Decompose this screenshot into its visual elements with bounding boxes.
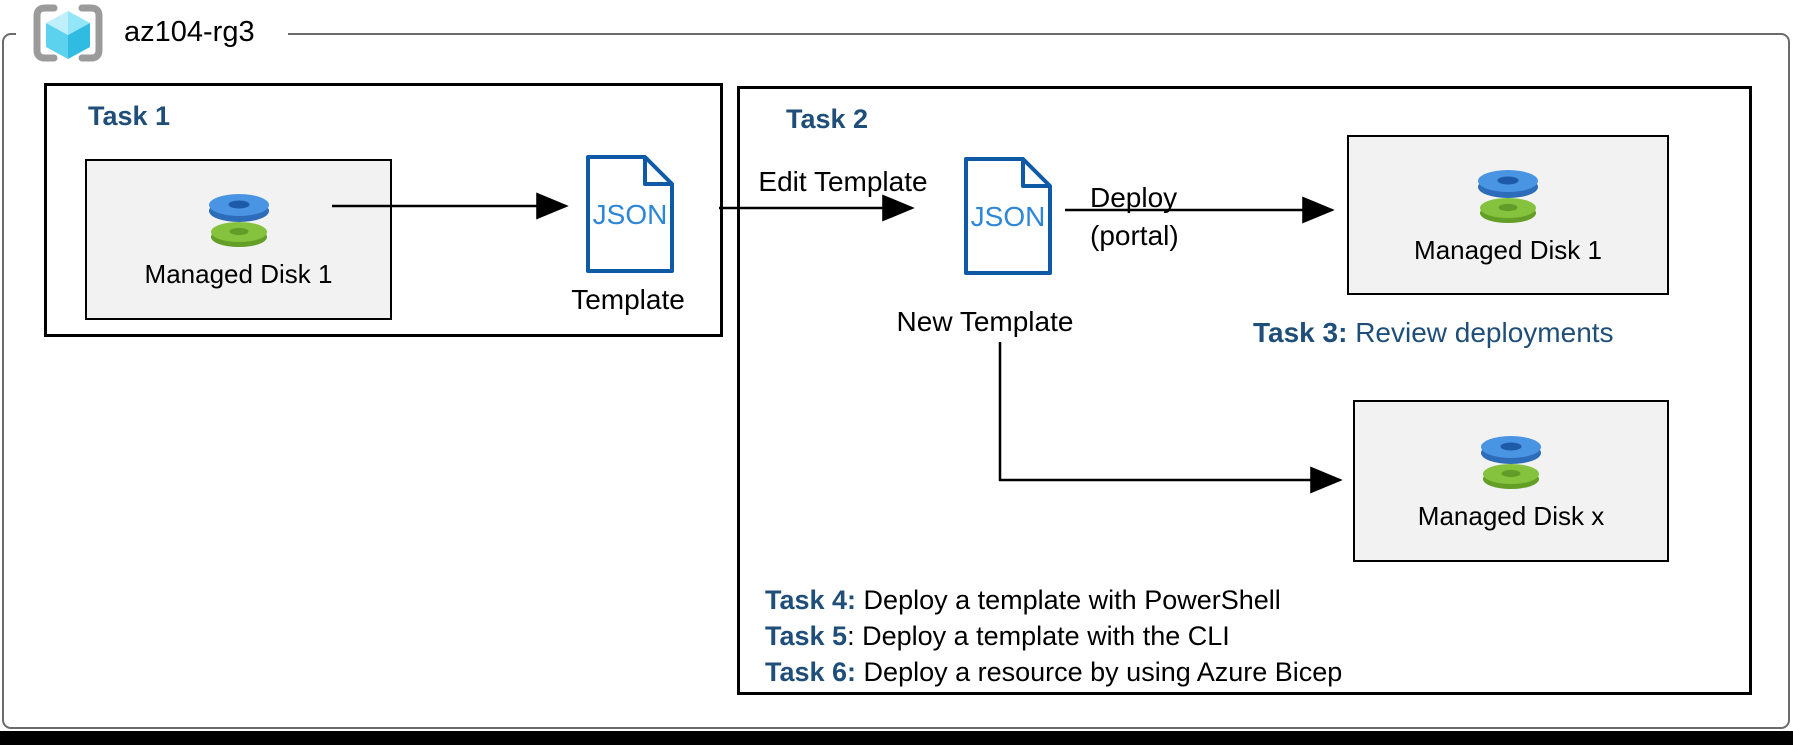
managed-disk-icon [208, 194, 269, 247]
managed-disk-icon [1478, 169, 1538, 223]
task3-text: Review deployments [1347, 317, 1614, 348]
json-doc-text: JSON [593, 199, 668, 230]
task4-caption: Task 4: Deploy a template with PowerShel… [765, 585, 1281, 615]
task1-title: Task 1 [88, 101, 171, 131]
managed-disk-x-label: Managed Disk x [1417, 500, 1605, 531]
task2-title: Task 2 [786, 104, 869, 134]
managed-disk-1-box-task1: Managed Disk 1 [85, 159, 392, 320]
deploy-portal-arrow-label: Deploy (portal) [1090, 179, 1179, 255]
managed-disk-1-box-task2: Managed Disk 1 [1347, 135, 1669, 295]
bracket-right-icon [78, 4, 103, 62]
bracket-left-icon [33, 4, 58, 62]
resource-group-frame [2, 33, 1790, 729]
deploy-label: Deploy [1090, 182, 1178, 213]
managed-disk-1-label: Managed Disk 1 [1414, 234, 1602, 265]
managed-disk-x-box: Managed Disk x [1353, 400, 1669, 562]
template-label: Template [571, 284, 685, 315]
bottom-bar [0, 731, 1793, 745]
managed-disk-icon [1481, 435, 1541, 489]
managed-disk-1-label: Managed Disk 1 [144, 259, 333, 289]
resource-group-icon [30, 2, 106, 64]
task-list: Task 4: Deploy a template with PowerShel… [765, 582, 1342, 690]
frame-label-gap [16, 30, 288, 40]
resource-group-name: az104-rg3 [124, 16, 255, 48]
edit-template-arrow-label: Edit Template [758, 166, 928, 197]
task3-caption: Task 3: Review deployments [1253, 316, 1614, 350]
task6-caption: Task 6: Deploy a resource by using Azure… [765, 657, 1343, 687]
deploy-sublabel: (portal) [1090, 220, 1179, 251]
json-template-icon: JSON [585, 154, 675, 274]
json-doc-text: JSON [971, 201, 1046, 232]
task5-caption: Task 5: Deploy a template with the CLI [765, 621, 1230, 651]
new-template-label: New Template [896, 306, 1074, 337]
task3-prefix: Task 3: [1253, 317, 1348, 348]
new-json-template-icon: JSON [963, 156, 1053, 276]
